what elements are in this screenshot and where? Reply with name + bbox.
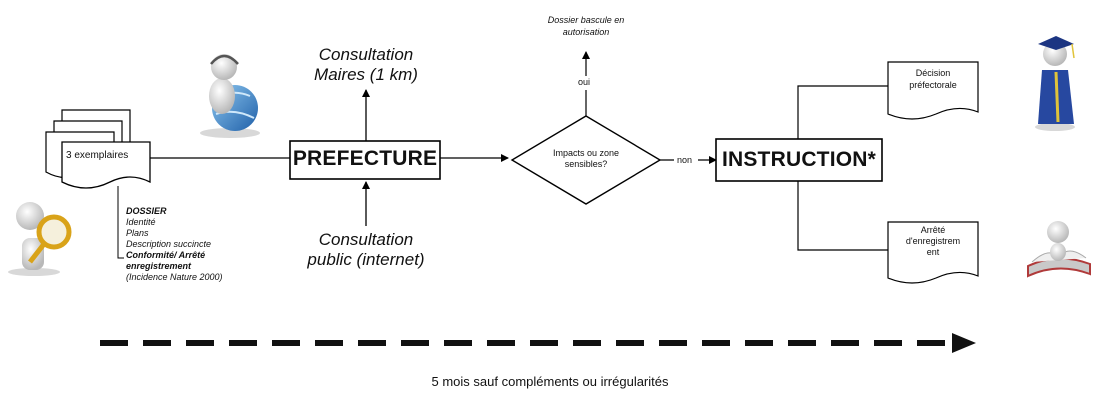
arrete-doc-line3: ent <box>926 247 940 257</box>
arrete-doc-line2: d'enregistrem <box>905 236 961 246</box>
consultation-maires: Consultation Maires (1 km) <box>296 45 436 85</box>
arrete-document <box>887 221 979 284</box>
instruction-label: INSTRUCTION* <box>721 148 877 171</box>
prefecture-label: PREFECTURE <box>292 147 438 170</box>
consultation-public-line1: Consultation <box>318 230 414 249</box>
dossier-line-2: Plans <box>126 228 149 238</box>
dossier-bold-line-1: Conformité/ Arrêté <box>126 250 206 260</box>
oui-label: oui <box>578 77 591 87</box>
dossier-bold-line-2: enregistrement <box>126 261 192 271</box>
stack-label: 3 exemplaires <box>66 150 129 161</box>
instruction-box <box>715 138 883 182</box>
non-label-bg <box>674 154 698 166</box>
consultation-maires-line2: Maires (1 km) <box>314 65 418 84</box>
decision-doc-line1: Décision <box>915 68 951 78</box>
magnifier-figure-icon <box>8 202 72 276</box>
decision-line2: sensibles? <box>564 159 608 169</box>
document-stack <box>45 109 151 189</box>
arrete-doc-line1: Arrêté <box>920 225 946 235</box>
decision-document <box>887 61 979 120</box>
dossier-note: (Incidence Nature 2000) <box>126 272 223 282</box>
dossier-contents-bracket <box>117 186 124 259</box>
timeline-label: 5 mois sauf compléments ou irrégularités <box>431 374 669 389</box>
dossier-bascule: Dossier bascule en autorisation <box>526 14 646 38</box>
consultation-public: Consultation public (internet) <box>286 230 446 270</box>
decision-doc-text: Décision préfectorale <box>888 67 978 91</box>
non-label: non <box>677 155 693 165</box>
decision-diamond <box>510 115 662 205</box>
arrete-doc-text: Arrêté d'enregistrem ent <box>888 225 978 258</box>
dossier-bascule-line1: Dossier bascule en <box>547 15 625 25</box>
connector-decision <box>797 85 888 139</box>
dossier-contents: DOSSIER Identité Plans Description succi… <box>126 206 223 283</box>
dossier-line-1: Identité <box>126 217 156 227</box>
connector-arrete <box>797 181 888 251</box>
consultation-public-line2: public (internet) <box>307 250 425 269</box>
decision-doc-line2: préfectorale <box>909 80 957 90</box>
decision-line1: Impacts ou zone <box>552 148 620 158</box>
dossier-line-3: Description succincte <box>126 239 212 249</box>
decision-text: Impacts ou zone sensibles? <box>536 148 636 170</box>
oui-label-bg <box>572 76 600 90</box>
consultation-maires-line1: Consultation <box>318 45 414 64</box>
timeline-arrowhead <box>952 333 976 353</box>
dossier-title: DOSSIER <box>126 206 167 216</box>
headset-figure-icon <box>200 54 260 138</box>
book-figure-icon <box>1027 221 1091 278</box>
graduate-figure-icon <box>1035 36 1075 131</box>
prefecture-box <box>289 140 441 180</box>
dossier-bascule-line2: autorisation <box>562 27 610 37</box>
